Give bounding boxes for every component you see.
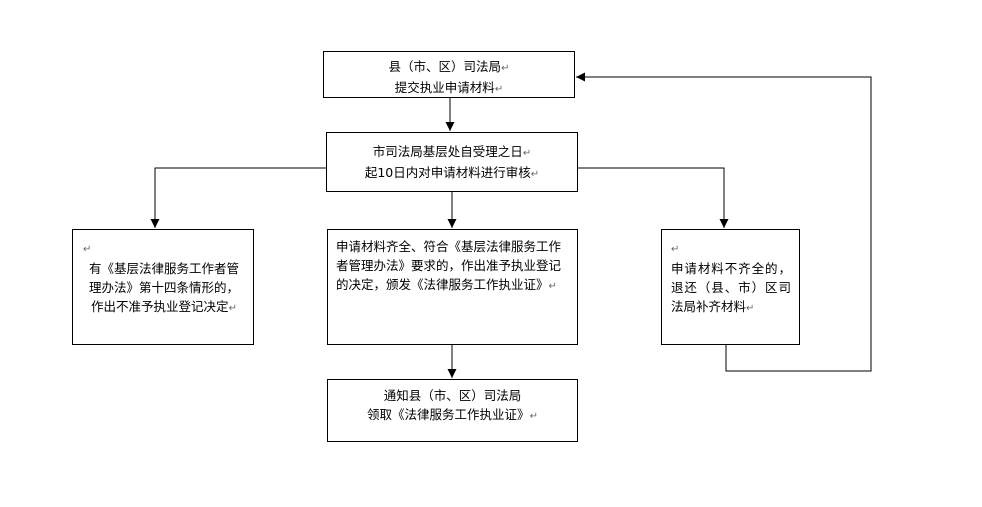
- paragraph-mark: ↵: [522, 148, 532, 159]
- node-reject-line-1: 有《基层法律服务工作者管理办法》第十四条情形的，: [88, 261, 239, 295]
- node-reject-registration: ↵ 有《基层法律服务工作者管理办法》第十四条情形的， 作出不准予执业登记决定↵: [72, 229, 254, 345]
- node-notify-line-2: 领取《法律服务工作执业证》: [367, 407, 530, 422]
- node-approve-text: 申请材料齐全、符合《基层法律服务工作者管理办法》要求的，作出准予执业登记的决定，…: [336, 239, 562, 292]
- paragraph-mark: ↵: [746, 303, 755, 314]
- arrow-incomplete-back-to-submit: [576, 72, 872, 372]
- node-review-materials: 市司法局基层处自受理之日↵ 起10日内对申请材料进行审核↵: [326, 132, 578, 192]
- paragraph-mark: ↵: [228, 303, 237, 314]
- paragraph-mark: ↵: [501, 63, 510, 74]
- paragraph-mark: ↵: [494, 84, 504, 95]
- paragraph-mark: ↵: [671, 244, 680, 255]
- paragraph-mark: ↵: [529, 411, 538, 422]
- node-review-line-1: 市司法局基层处自受理之日: [372, 144, 523, 159]
- node-incomplete-text: 申请材料不齐全的，退还（县、市）区司法局补齐材料: [671, 261, 791, 314]
- paragraph-mark: ↵: [530, 169, 540, 180]
- node-submit-line-1: 县（市、区）司法局: [388, 59, 502, 74]
- paragraph-mark: ↵: [548, 281, 557, 292]
- node-notify-line-1: 通知县（市、区）司法局: [383, 388, 522, 403]
- node-submit-materials: 县（市、区）司法局↵ 提交执业申请材料↵: [323, 51, 575, 98]
- arrow-review-to-reject: [150, 167, 326, 228]
- node-submit-line-2: 提交执业申请材料: [394, 80, 495, 95]
- node-reject-line-2: 作出不准予执业登记决定: [91, 299, 229, 314]
- paragraph-mark: ↵: [83, 244, 92, 255]
- node-review-line-2: 起10日内对申请材料进行审核: [364, 165, 531, 180]
- node-notify-collect-certificate: 通知县（市、区）司法局 领取《法律服务工作执业证》↵: [327, 379, 578, 442]
- node-incomplete-materials: ↵ 申请材料不齐全的，退还（县、市）区司法局补齐材料↵: [661, 229, 800, 345]
- arrow-review-to-incomplete: [578, 167, 729, 228]
- node-approve-registration: 申请材料齐全、符合《基层法律服务工作者管理办法》要求的，作出准予执业登记的决定，…: [327, 229, 578, 345]
